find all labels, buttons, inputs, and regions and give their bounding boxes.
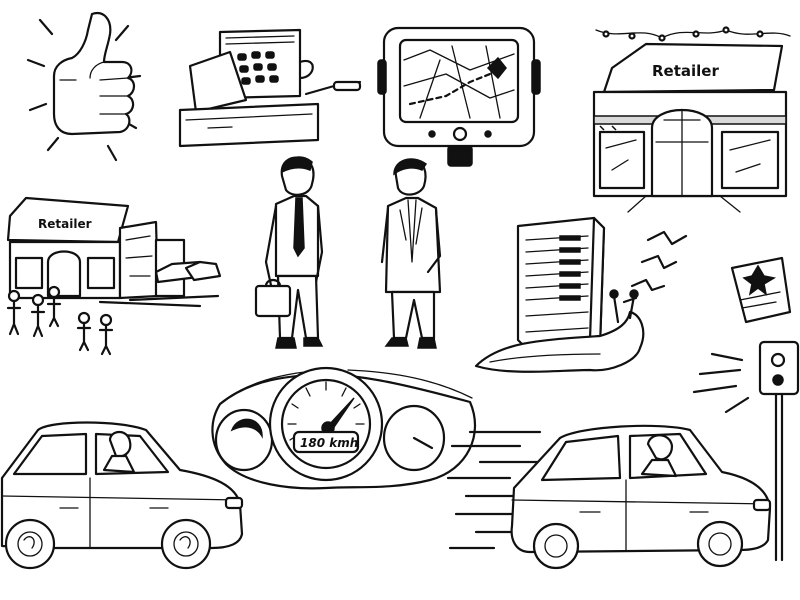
businessman-right	[380, 158, 442, 349]
server-snail-icon	[474, 216, 688, 373]
retail-store-icon: Retailer	[592, 26, 791, 213]
thumbs-up-icon	[26, 12, 142, 162]
speed-camera-icon	[692, 256, 800, 562]
cash-register-icon	[178, 28, 362, 148]
large-store-sign: Retailer	[652, 62, 719, 80]
gps-navigator-icon	[377, 26, 541, 167]
small-store-sign: Retailer	[38, 217, 92, 231]
businessman-left	[254, 156, 324, 349]
speed-readout: 180 kmh	[300, 436, 358, 450]
speedometer-icon: 180 kmh	[211, 366, 477, 490]
small-store-icon: Retailer	[6, 196, 222, 356]
people-group	[6, 285, 114, 356]
car-icon	[0, 421, 244, 570]
speeding-car-icon	[446, 424, 772, 570]
